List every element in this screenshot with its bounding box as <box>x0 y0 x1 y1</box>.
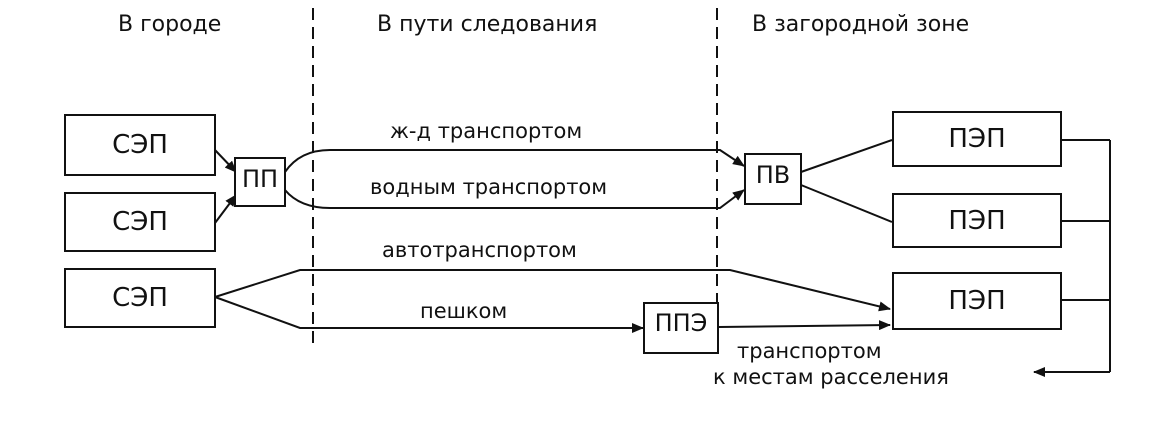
connector-sep1-pp <box>214 149 237 173</box>
sep-box-label: СЭП <box>112 130 168 160</box>
sep-box-label: СЭП <box>112 207 168 237</box>
connector-foot <box>214 296 644 333</box>
ppe-box-label: ППЭ <box>654 309 708 338</box>
sep-box-label: СЭП <box>112 283 168 313</box>
pp-box-label: ПП <box>241 165 279 194</box>
pp-box: ПП <box>234 157 286 207</box>
zone-title-suburb: В загородной зоне <box>752 12 970 37</box>
pep-box-3: ПЭП <box>892 272 1062 330</box>
settlement-caption-line2: к местам расселения <box>713 365 949 389</box>
connector-rail <box>284 149 745 173</box>
connector-pv-pep1 <box>800 139 893 173</box>
connector-ppe-pep3 <box>718 320 891 331</box>
sep-box-3: СЭП <box>64 268 216 328</box>
pep-box-label: ПЭП <box>948 205 1006 236</box>
pep-box-label: ПЭП <box>948 286 1006 316</box>
connector-water <box>284 189 745 209</box>
route-label-auto: автотранспортом <box>382 238 577 262</box>
connector-sep2-pp <box>214 194 237 224</box>
sep-box-2: СЭП <box>64 192 216 252</box>
route-label-water: водным транспортом <box>370 175 608 199</box>
ppe-box: ППЭ <box>643 302 719 354</box>
pep-box-label: ПЭП <box>948 124 1006 154</box>
pv-box: ПВ <box>744 153 802 205</box>
sep-box-1: СЭП <box>64 114 216 176</box>
connector-pv-pep2 <box>800 184 893 223</box>
settlement-caption-line1: транспортом <box>737 339 882 363</box>
zone-title-transit: В пути следования <box>377 12 598 37</box>
pv-box-label: ПВ <box>755 161 791 190</box>
connector-auto <box>214 269 891 312</box>
route-label-foot: пешком <box>420 299 508 323</box>
pep-box-2: ПЭП <box>892 193 1062 248</box>
pep-box-1: ПЭП <box>892 111 1062 167</box>
zone-title-city: В городе <box>118 12 222 37</box>
route-label-rail: ж-д транспортом <box>390 119 583 143</box>
